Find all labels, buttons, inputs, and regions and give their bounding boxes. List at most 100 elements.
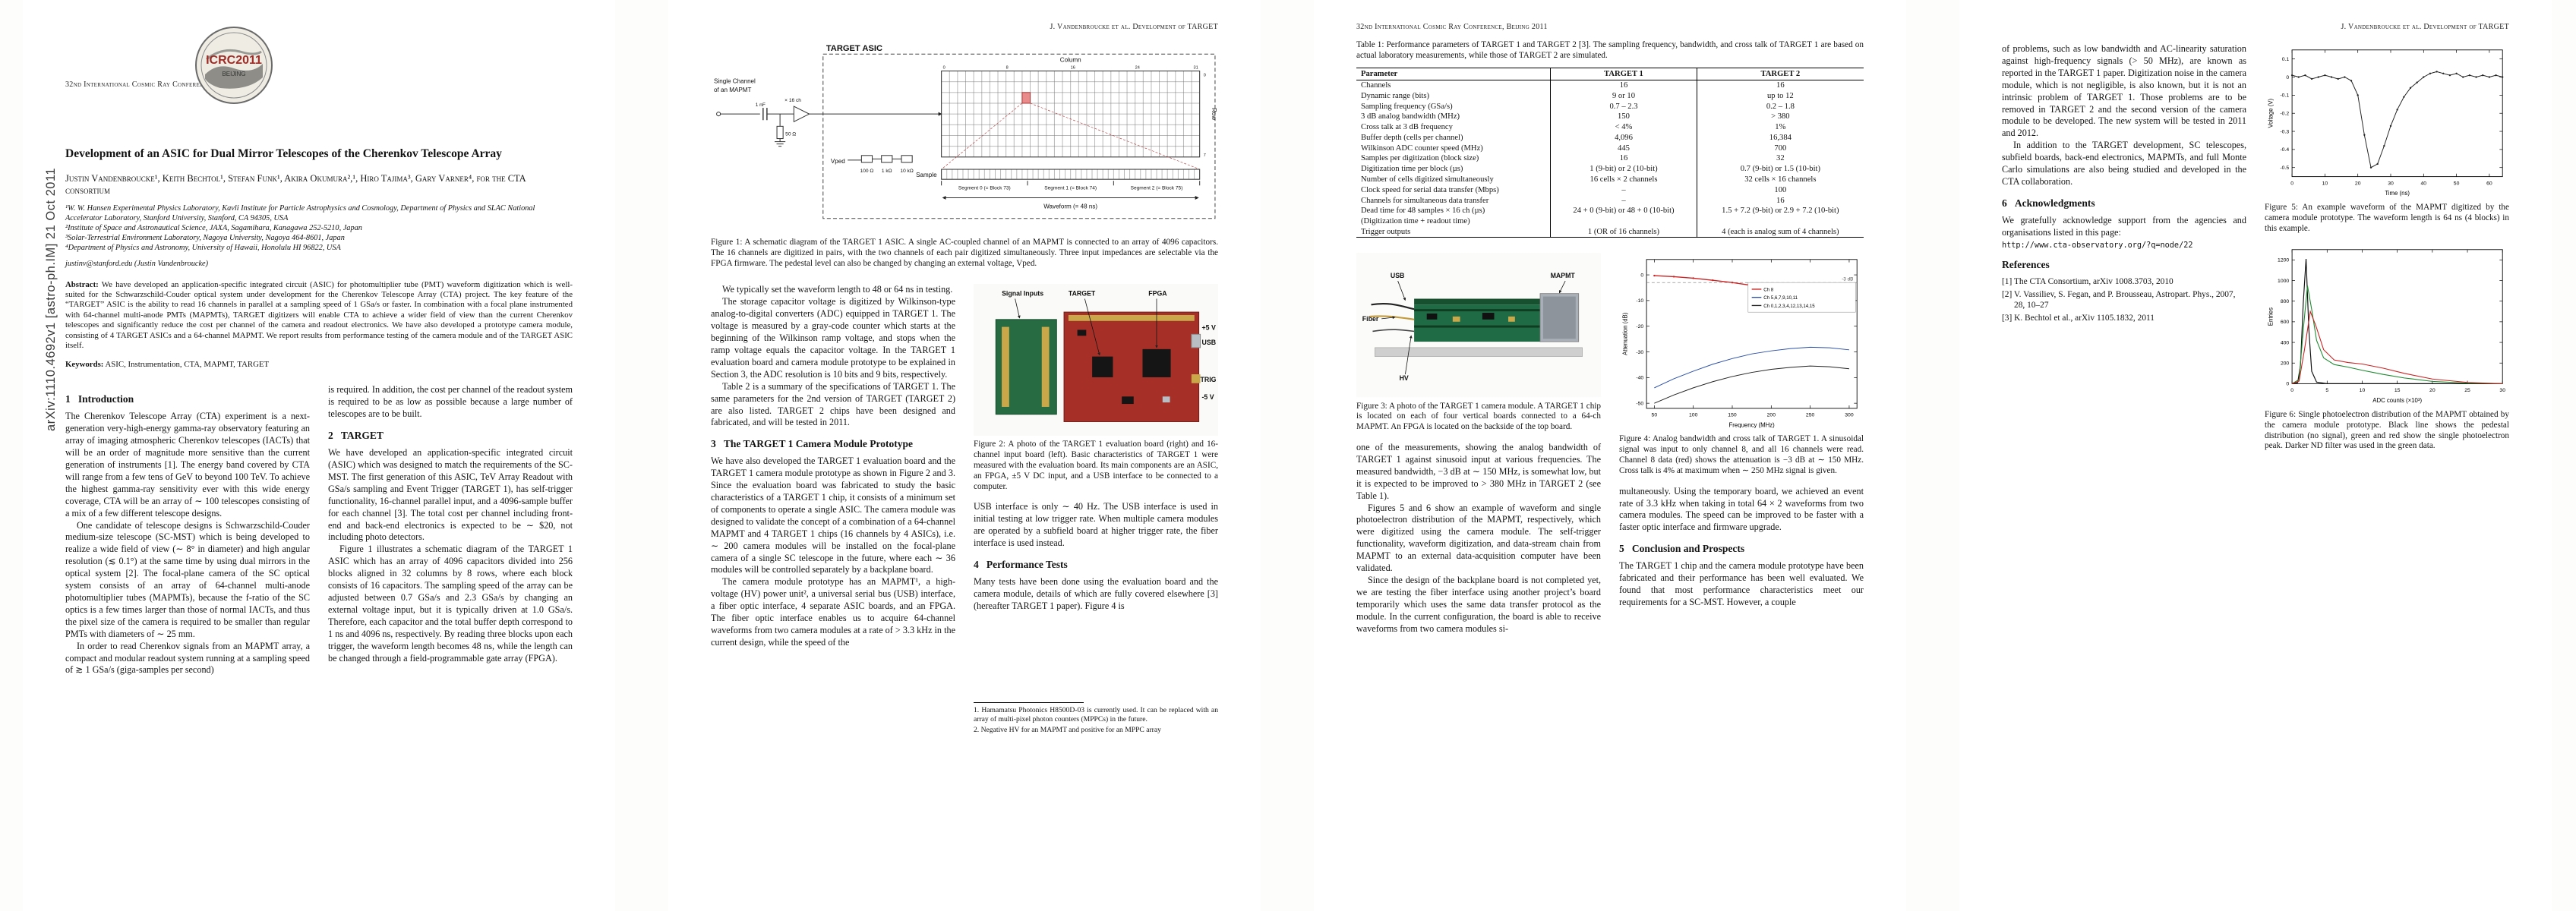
- svg-text:20: 20: [2355, 181, 2361, 186]
- fig3-fiber-label: Fiber: [1362, 315, 1379, 323]
- usb-cable: [1371, 303, 1415, 310]
- running-header: 32nd International Cosmic Ray Conference…: [65, 80, 257, 89]
- svg-text:Ch 5,6,7,9,10,11: Ch 5,6,7,9,10,11: [1763, 295, 1798, 301]
- table-cell: Sampling frequency (GSa/s): [1361, 102, 1453, 111]
- logo-text: ICRC2011: [206, 54, 262, 67]
- list-item: [1] The CTA Consortium, arXiv 1008.3703,…: [2002, 276, 2174, 286]
- two-column-body: 1 Introduction The Cherenkov Telescope A…: [65, 384, 573, 676]
- references-heading: References: [2002, 258, 2050, 270]
- table-cell: Cross talk at 3 dB frequency: [1361, 123, 1453, 132]
- table-cell: 16: [1550, 80, 1697, 91]
- icrc2011-logo: ICRC2011 BEIJING: [195, 27, 273, 104]
- two-column-body: of problems, such as low bandwidth and A…: [2002, 43, 2509, 461]
- running-header: 32nd International Cosmic Ray Conference…: [1356, 23, 1548, 31]
- table-cell: 0.7 (9-bit) or 1.5 (10-bit): [1696, 163, 1864, 175]
- two-column-body: We typically set the waveform length to …: [711, 284, 1218, 736]
- fig1-column-label: Column: [1060, 56, 1081, 63]
- figure-3: USB Fiber HV MAPMT Figure 3: A photo of …: [1356, 253, 1601, 433]
- fig1-asic-title: TARGET ASIC: [826, 44, 882, 53]
- keywords-text: ASIC, Instrumentation, CTA, MAPMT, TARGE…: [105, 360, 270, 370]
- table-cell: 445: [1550, 143, 1697, 154]
- table-cell: Wilkinson ADC counter speed (MHz): [1361, 143, 1483, 153]
- table-cell: 24 + 0 (9-bit) or 48 + 0 (10-bit): [1550, 205, 1697, 216]
- svg-text:150: 150: [1728, 413, 1737, 418]
- paragraph: In order to read Cherenkov signals from …: [65, 640, 310, 676]
- paragraph: Table 2 is a summary of the specificatio…: [711, 380, 955, 428]
- paragraph: Since the design of the backplane board …: [1356, 574, 1601, 634]
- table-cell: 4 (each is analog sum of 4 channels): [1696, 226, 1864, 238]
- fig2-target-label: TARGET: [1069, 290, 1096, 298]
- table-cell: Dynamic range (bits): [1361, 91, 1430, 100]
- running-header: J. Vandenbroucke et al. Development of T…: [2341, 23, 2509, 31]
- two-column-body: USB Fiber HV MAPMT Figure 3: A photo of …: [1356, 253, 1864, 635]
- svg-text:0: 0: [2290, 181, 2293, 186]
- list-item: ³Solar-Terrestrial Environment Laborator…: [65, 233, 345, 242]
- table-cell: –: [1550, 195, 1697, 206]
- svg-text:200: 200: [1767, 413, 1776, 418]
- table-cell: Channels: [1361, 80, 1391, 90]
- paragraph: We gratefully acknowledge support from t…: [2002, 214, 2246, 238]
- page4-column-left: of problems, such as low bandwidth and A…: [2002, 43, 2246, 461]
- svg-text:0: 0: [2290, 388, 2293, 393]
- figure3-camera-module-photo: USB Fiber HV MAPMT: [1356, 253, 1601, 398]
- logo-subtext: BEIJING: [222, 71, 245, 77]
- table-cell: 16: [1550, 153, 1697, 164]
- evaluation-board: [1063, 312, 1200, 423]
- paragraph: One candidate of telescope designs is Sc…: [65, 519, 310, 639]
- section-1-heading: 1 Introduction: [65, 393, 134, 405]
- svg-text:0: 0: [2286, 75, 2289, 80]
- base-plate: [1375, 347, 1583, 358]
- fig1-sample-strip: [941, 169, 1201, 180]
- hv-cable: [1372, 329, 1415, 333]
- table-cell: > 380: [1696, 111, 1864, 122]
- table-cell: 32: [1696, 153, 1864, 164]
- svg-text:40: 40: [2420, 181, 2426, 186]
- svg-text:30: 30: [2388, 181, 2394, 186]
- fig1-sample-label: Sample: [916, 172, 937, 178]
- list-item: 2. Negative HV for an MAPMT and positive…: [974, 725, 1161, 734]
- table-row: Number of cells digitized simultaneously…: [1356, 174, 1864, 185]
- cta-observatory-url[interactable]: http://www.cta-observatory.org/?q=node/2…: [2002, 241, 2193, 250]
- target-asic-chip: [1092, 357, 1113, 378]
- table-cell: 0.7 – 2.3: [1550, 101, 1697, 112]
- reference-list: [1] The CTA Consortium, arXiv 1008.3703,…: [2002, 276, 2246, 324]
- fig1-input-label-2: of an MAPMT: [714, 87, 751, 93]
- abstract: Abstract: We have developed an applicati…: [65, 280, 573, 351]
- table-cell: 100: [1696, 184, 1864, 196]
- table-cell: 16: [1696, 80, 1864, 91]
- arxiv-stamp: arXiv:1110.4692v1 [astro-ph.IM] 21 Oct 2…: [44, 167, 58, 431]
- page-3: 32nd International Cosmic Ray Conference…: [1314, 0, 1906, 911]
- svg-text:50: 50: [1652, 413, 1658, 418]
- fig1-capacitor-label: 1 nF: [756, 102, 766, 108]
- keywords-label: Keywords:: [65, 360, 104, 370]
- page3-column-left: USB Fiber HV MAPMT Figure 3: A photo of …: [1356, 253, 1601, 635]
- fig2-plus5v-label: +5 V: [1202, 324, 1216, 332]
- paragraph: We typically set the waveform length to …: [722, 284, 953, 295]
- svg-text:-50: -50: [1636, 402, 1643, 407]
- svg-text:Frequency (MHz): Frequency (MHz): [1729, 422, 1776, 429]
- page-2: J. Vandenbroucke et al. Development of T…: [668, 0, 1261, 911]
- figure-2: Signal Inputs TARGET FPGA +5 V USB TRIG …: [974, 284, 1218, 492]
- paragraph: We have also developed the TARGET 1 eval…: [711, 456, 955, 575]
- table-cell: 700: [1696, 143, 1864, 154]
- table-cell: 1%: [1696, 121, 1864, 133]
- abstract-label: Abstract:: [65, 279, 99, 289]
- figure2-evaluation-board-photo: Signal Inputs TARGET FPGA +5 V USB TRIG …: [974, 284, 1218, 437]
- table-header-cell: TARGET 1: [1550, 68, 1697, 80]
- paragraph: In addition to the TARGET development, S…: [2002, 140, 2246, 187]
- figure-6-caption: Figure 6: Single photoelectron distribut…: [2265, 409, 2509, 451]
- figure-1-caption: Figure 1: A schematic diagram of the TAR…: [711, 238, 1218, 268]
- fig1-asic-boundary: [822, 53, 1216, 219]
- svg-text:-0.3: -0.3: [2280, 129, 2289, 134]
- section-4-heading: 4 Performance Tests: [974, 559, 1068, 571]
- svg-text:-0.4: -0.4: [2280, 147, 2289, 153]
- svg-text:-40: -40: [1636, 376, 1643, 381]
- affiliation-list: ¹W. W. Hansen Experimental Physics Labor…: [65, 204, 573, 254]
- svg-text:Ch 0,1,2,3,4,12,13,14,15: Ch 0,1,2,3,4,12,13,14,15: [1763, 304, 1815, 309]
- trig-connector: [1191, 374, 1201, 384]
